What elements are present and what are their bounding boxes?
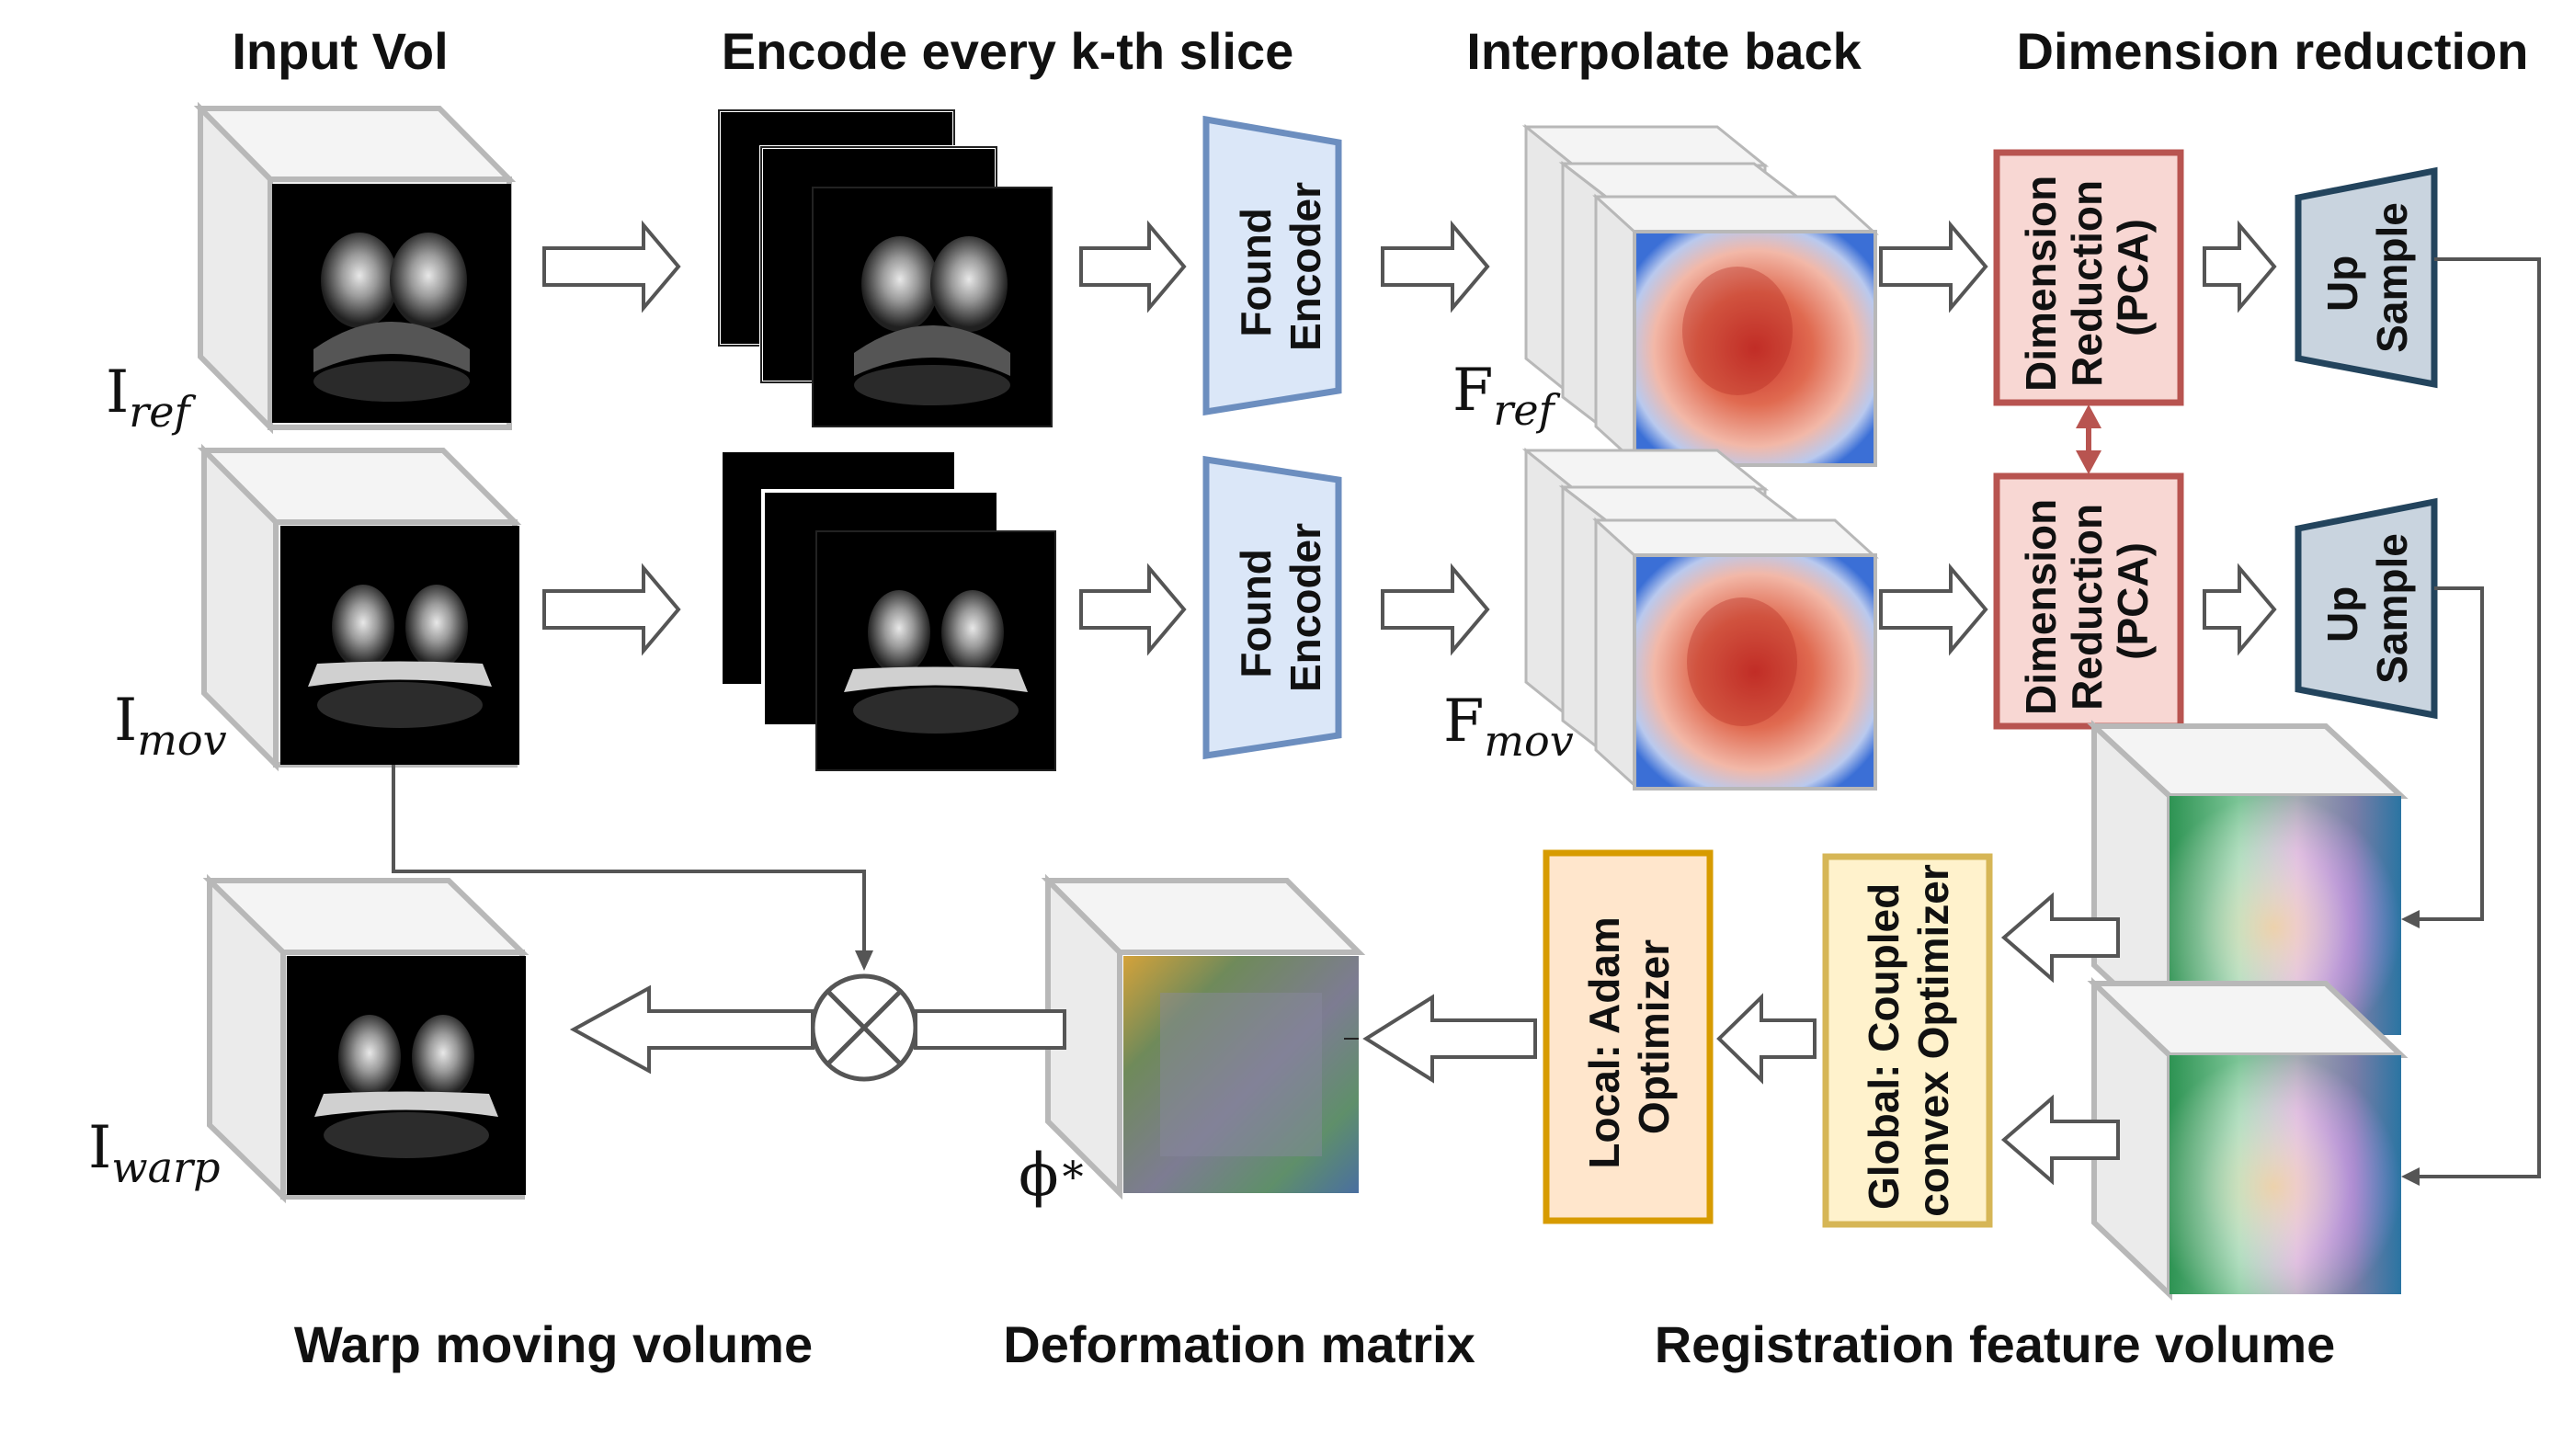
header-input-vol: Input Vol <box>232 22 448 80</box>
svg-text:Local: Adam Optimizer: Local: Adam Optimizer <box>1580 904 1678 1168</box>
slices-mov-stack <box>719 449 1056 771</box>
header-interpolate-back: Interpolate back <box>1466 22 1862 80</box>
feature-volume-mov-stack <box>1521 447 1879 791</box>
svg-text:Up Sample: Up Sample <box>2318 533 2416 684</box>
arrow-mov-slices-to-encoder <box>1079 563 1187 656</box>
svg-text:Global: Coupled convex O: Global: Coupled convex Optimizer <box>1860 864 1957 1217</box>
header-deformation-matrix: Deformation matrix <box>1003 1315 1475 1373</box>
upsample-mov: Up Sample <box>2295 497 2438 720</box>
deformation-matrix-cube <box>1041 873 1366 1200</box>
symbol-phi-star: ϕ* <box>1019 1142 1084 1210</box>
svg-text:Dimension Reduction: Dimension Reduction (PCA) <box>2017 164 2157 392</box>
svg-text:Dimension Reduction: Dimension Reduction (PCA) <box>2017 487 2157 715</box>
arrow-feature-ref-to-pca <box>1879 220 1988 313</box>
symbol-f-mov: Fmov <box>1443 688 1574 766</box>
registration-feature-volume-lower <box>2087 977 2409 1301</box>
symbol-i-warp: Iwarp <box>88 1114 221 1192</box>
wire-head-warp <box>855 950 873 971</box>
pca-box-mov: Dimension Reduction (PCA) <box>1993 472 2184 730</box>
pca-shared-link-arrow <box>2076 404 2101 474</box>
arrow-feature-lower-to-global <box>2000 1094 2120 1186</box>
arrow-encoder-to-feature-mov <box>1381 563 1490 656</box>
symbol-i-ref: Iref <box>106 358 196 437</box>
header-registration-feature-volume: Registration feature volume <box>1655 1315 2336 1373</box>
wire-upsample-ref-to-feature <box>2416 257 2541 1178</box>
global-coupled-convex-optimizer: Global: Coupled convex Optimizer <box>1822 853 1993 1228</box>
arrow-encoder-to-feature-ref <box>1381 220 1490 313</box>
header-warp-moving-volume: Warp moving volume <box>294 1315 813 1373</box>
arrow-operator-to-warped <box>569 984 814 1075</box>
arrow-local-to-deformation <box>1362 994 1537 1084</box>
warped-volume-cube <box>202 873 530 1204</box>
arrow-global-to-local <box>1716 993 1817 1085</box>
wire-upsample-mov-to-feature <box>2416 586 2484 921</box>
input-volume-mov-cube <box>197 443 522 772</box>
feature-volume-ref-stack <box>1521 123 1879 467</box>
svg-text:Up Sample: Up Sample <box>2318 202 2416 353</box>
arrow-feature-upper-to-global <box>2000 892 2120 984</box>
header-dimension-reduction: Dimension reduction <box>2017 22 2529 80</box>
upsample-ref: Up Sample <box>2295 166 2438 389</box>
arrow-mov-to-slices <box>542 563 681 656</box>
input-volume-ref-cube <box>193 101 517 435</box>
svg-text:Found Encoder: Found Encoder <box>1232 182 1329 351</box>
arrow-ref-slices-to-encoder <box>1079 220 1187 313</box>
symbol-f-ref: Fref <box>1452 357 1561 435</box>
wire-mov-to-warp-operator <box>392 765 866 952</box>
arrow-ref-to-slices <box>542 220 681 313</box>
warp-multiply-operator <box>810 973 918 1082</box>
found-encoder-ref: Found Encoder <box>1202 115 1342 416</box>
slices-ref-stack <box>717 108 1053 427</box>
arrow-deformation-to-operator <box>914 1009 1066 1050</box>
arrow-pca-mov-to-upsample <box>2203 563 2277 656</box>
wire-head-mov <box>2401 910 2420 928</box>
arrow-feature-mov-to-pca <box>1879 563 1988 656</box>
svg-text:Found Encoder: Found Encoder <box>1232 523 1329 692</box>
header-encode-slices: Encode every k-th slice <box>722 22 1294 80</box>
arrow-pca-ref-to-upsample <box>2203 220 2277 313</box>
found-encoder-mov: Found Encoder <box>1202 455 1342 760</box>
local-adam-optimizer: Local: Adam Optimizer <box>1543 849 1714 1224</box>
pca-box-ref: Dimension Reduction (PCA) <box>1993 149 2184 406</box>
wire-head-ref <box>2401 1167 2420 1186</box>
symbol-i-mov: Imov <box>114 687 227 765</box>
